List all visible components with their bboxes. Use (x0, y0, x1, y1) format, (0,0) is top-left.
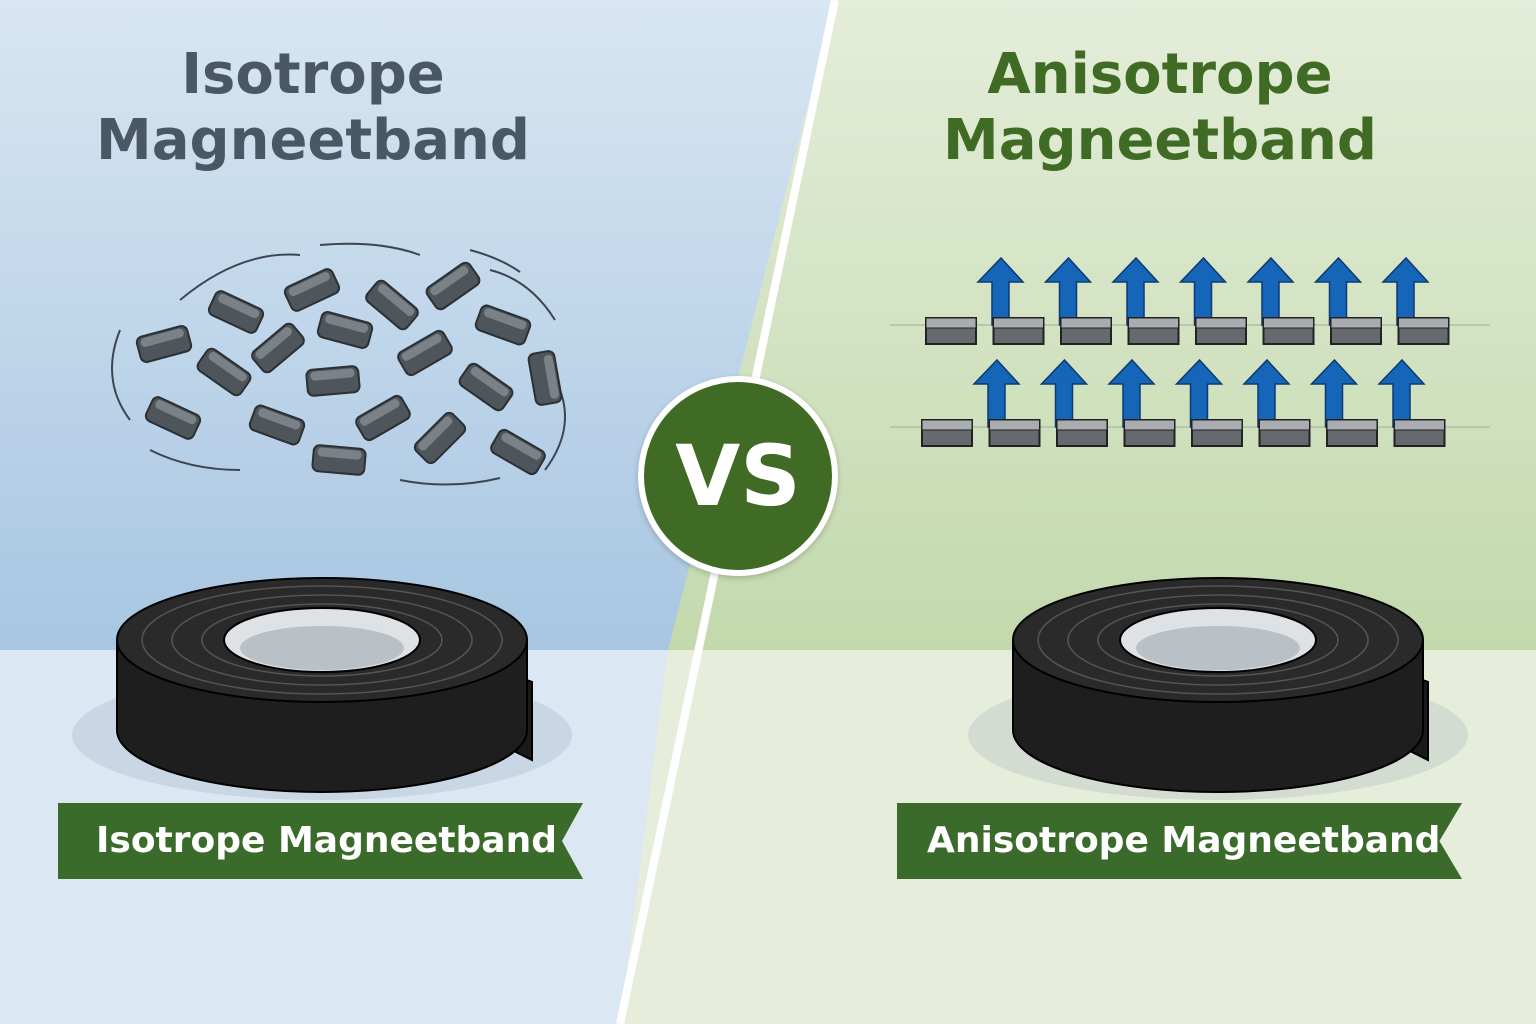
aligned-particle (925, 317, 977, 345)
motion-line (489, 269, 556, 321)
particle (490, 428, 546, 476)
aligned-particle (988, 419, 1041, 447)
aligned-particle (1326, 419, 1378, 447)
aligned-particle (992, 317, 1045, 345)
aligned-particle (1393, 419, 1446, 447)
aligned-particle (1330, 317, 1382, 345)
particle (397, 329, 453, 377)
aligned-particle (1060, 317, 1112, 345)
particle (458, 362, 514, 412)
motion-line (544, 389, 566, 471)
motion-line (179, 253, 301, 301)
random-particles (111, 242, 566, 486)
left-banner: Isotrope Magneetband (58, 803, 583, 879)
particle (251, 322, 305, 374)
tape-roll-right (968, 577, 1468, 800)
particle (311, 444, 367, 476)
particle (207, 290, 265, 334)
vs-badge: VS (638, 376, 838, 576)
particle (248, 404, 306, 446)
motion-line (111, 329, 131, 421)
aligned-particle (1258, 419, 1311, 447)
motion-line (149, 449, 241, 471)
right-title: Anisotrope Magneetband (900, 42, 1420, 174)
particle (135, 325, 193, 363)
right-banner: Anisotrope Magneetband (897, 803, 1462, 879)
aligned-particle (1056, 419, 1108, 447)
particle (474, 304, 532, 346)
particle (413, 411, 467, 465)
particle (196, 347, 252, 397)
left-background (0, 0, 835, 650)
motion-line (319, 242, 421, 256)
left-title-line1: Isotrope (181, 42, 445, 107)
left-title-line2: Magneetband (95, 108, 531, 173)
aligned-particle (1123, 419, 1176, 447)
particle (365, 279, 419, 331)
particle (305, 365, 361, 397)
aligned-particle (1127, 317, 1180, 345)
aligned-particles (890, 256, 1490, 447)
particle (283, 268, 341, 312)
motion-line (399, 477, 501, 486)
tape-roll-left (72, 577, 572, 800)
aligned-particle (1191, 419, 1243, 447)
particle (425, 261, 481, 311)
aligned-particle (1195, 317, 1247, 345)
particle (144, 396, 202, 440)
motion-line (469, 249, 521, 273)
particle (355, 394, 411, 442)
particle (316, 311, 374, 349)
particle (527, 350, 563, 406)
aligned-particle (1397, 317, 1450, 345)
aligned-particle (921, 419, 973, 447)
left-title: Isotrope Magneetband (60, 42, 566, 174)
right-title-line2: Magneetband (942, 108, 1378, 173)
aligned-particle (1262, 317, 1315, 345)
right-title-line1: Anisotrope (987, 42, 1333, 107)
